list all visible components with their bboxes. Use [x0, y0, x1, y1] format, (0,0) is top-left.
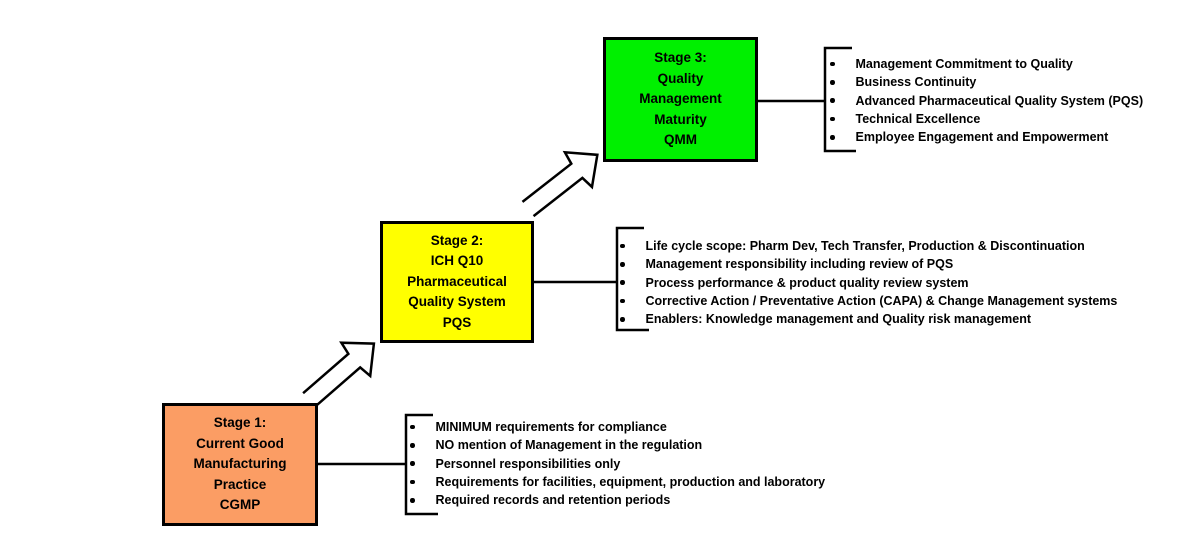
bullet-text: Management Commitment to Quality — [855, 57, 1073, 72]
stage-1-title-line: Stage 1: — [213, 415, 267, 431]
bullet-icon — [830, 61, 835, 67]
bullet-text: Business Continuity — [855, 75, 977, 90]
bullet-icon — [620, 298, 625, 304]
bullet-icon — [830, 116, 835, 122]
stage-1-bracket — [404, 413, 438, 516]
stage-3-title-line: Stage 3: — [654, 50, 707, 66]
bullet-item: MINIMUM requirements for compliance — [410, 418, 825, 436]
bullet-text: MINIMUM requirements for compliance — [435, 420, 667, 435]
bullet-item: Personnel responsibilities only — [410, 455, 825, 473]
bullet-text: Life cycle scope: Pharm Dev, Tech Transf… — [645, 239, 1085, 254]
stage-3-title-line: Maturity — [654, 111, 707, 127]
bullet-item: NO mention of Management in the regulati… — [410, 436, 825, 454]
bullet-text: NO mention of Management in the regulati… — [435, 438, 703, 453]
stage-2-box: Stage 2: ICH Q10 Pharmaceutical Quality … — [380, 221, 534, 343]
bullet-icon — [410, 424, 415, 430]
bullet-item: Enablers: Knowledge management and Quali… — [620, 310, 1117, 328]
bullet-icon — [410, 443, 415, 448]
bullet-item: Management Commitment to Quality — [830, 55, 1143, 73]
bullet-icon — [620, 280, 625, 285]
stage-1-title-line: Manufacturing — [193, 456, 287, 472]
bullet-item: Management responsibility including revi… — [620, 255, 1117, 273]
bullet-text: Enablers: Knowledge management and Quali… — [645, 312, 1032, 327]
upgrade-arrow-stage1-to-stage2-icon — [302, 341, 376, 408]
bullet-icon — [620, 262, 625, 267]
bullet-item: Corrective Action / Preventative Action … — [620, 292, 1117, 310]
bullet-text: Advanced Pharmaceutical Quality System (… — [855, 93, 1144, 108]
stage-1-title-line: Practice — [213, 476, 267, 492]
stage-1-title-line: CGMP — [219, 497, 261, 513]
bullet-icon — [410, 479, 415, 485]
bullet-icon — [410, 461, 415, 466]
upgrade-arrow-stage2-to-stage3-icon — [521, 150, 599, 218]
stage-2-title-line: ICH Q10 — [430, 253, 484, 269]
stage-2-title-line: Quality System — [408, 294, 506, 310]
stage-1-bullet-list: MINIMUM requirements for compliance NO m… — [410, 418, 825, 509]
bullet-text: Corrective Action / Preventative Action … — [645, 294, 1118, 309]
bullet-item: Life cycle scope: Pharm Dev, Tech Transf… — [620, 237, 1117, 255]
bullet-icon — [830, 135, 835, 140]
stage-2-title-line: Pharmaceutical — [407, 273, 507, 289]
stage-2-title-line: Stage 2: — [430, 232, 484, 248]
bullet-icon — [830, 98, 835, 103]
bullet-item: Business Continuity — [830, 73, 1143, 91]
bullet-icon — [620, 243, 625, 249]
bullet-item: Advanced Pharmaceutical Quality System (… — [830, 92, 1143, 110]
stage-2-bracket — [615, 226, 649, 332]
bullet-text: Personnel responsibilities only — [435, 456, 621, 471]
stage-3-title-line: Quality — [657, 70, 704, 86]
bullet-text: Process performance & product quality re… — [645, 275, 969, 290]
bullet-item: Technical Excellence — [830, 110, 1143, 128]
bullet-text: Technical Excellence — [855, 112, 981, 127]
bullet-icon — [830, 80, 835, 85]
stage-3-bullet-list: Management Commitment to Quality Busines… — [830, 55, 1143, 146]
bullet-icon — [410, 498, 415, 503]
stage-2-title-line: PQS — [442, 314, 472, 330]
stage-3-box: Stage 3: Quality Management Maturity QMM — [603, 37, 758, 162]
stage-1-title-line: Current Good — [196, 435, 284, 451]
bullet-text: Required records and retention periods — [435, 493, 671, 508]
bullet-item: Employee Engagement and Empowerment — [830, 128, 1143, 146]
bullet-item: Requirements for facilities, equipment, … — [410, 473, 825, 491]
stage-3-title-line: QMM — [664, 132, 697, 148]
bullet-item: Required records and retention periods — [410, 491, 825, 509]
bullet-text: Requirements for facilities, equipment, … — [435, 475, 826, 490]
stage-3-title-line: Management — [639, 91, 722, 107]
stage-3-bracket — [823, 46, 856, 153]
bullet-text: Management responsibility including revi… — [645, 257, 954, 272]
stage-2-bullet-list: Life cycle scope: Pharm Dev, Tech Transf… — [620, 237, 1117, 328]
bullet-item: Process performance & product quality re… — [620, 274, 1117, 292]
stage-1-box: Stage 1: Current Good Manufacturing Prac… — [162, 403, 318, 526]
bullet-text: Employee Engagement and Empowerment — [855, 130, 1109, 145]
bullet-icon — [620, 317, 625, 322]
